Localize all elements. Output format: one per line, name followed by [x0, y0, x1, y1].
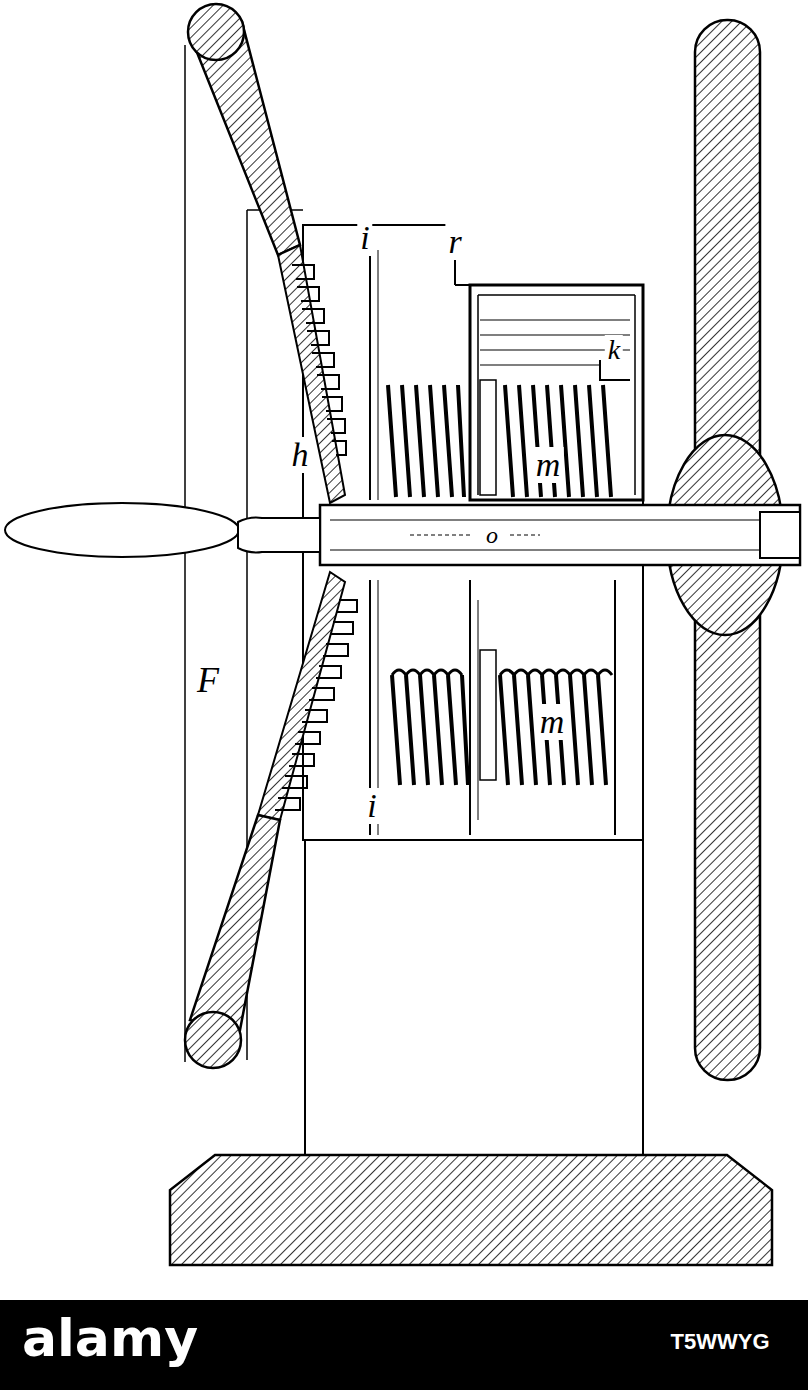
part-letter: r [445, 224, 464, 260]
part-letter: o [483, 522, 501, 548]
handle [5, 503, 239, 557]
spring [500, 675, 606, 785]
spring-case [470, 285, 643, 500]
part-letter: m [533, 447, 564, 483]
spring [388, 385, 464, 497]
base [170, 1155, 772, 1265]
ratchet-teeth [292, 265, 346, 455]
wheel-arm [190, 815, 280, 1030]
image-id: T5WWYG [668, 1330, 773, 1354]
column [305, 840, 643, 1155]
ratchet-plate [278, 245, 345, 503]
spring [392, 675, 468, 785]
ratchet-teeth [275, 600, 357, 810]
part-letter: m [537, 704, 568, 740]
part-letter: h [289, 437, 312, 473]
housing-top [303, 225, 455, 305]
shaft [320, 505, 800, 565]
watermark-bar [0, 1300, 808, 1390]
spring [505, 385, 611, 497]
part-letter: i [364, 788, 379, 824]
part-letter: i [357, 220, 372, 256]
part-letter: F [194, 661, 222, 699]
ratchet-plate [258, 572, 345, 820]
part-letter: k [605, 335, 623, 365]
watermark-logo: alamy [19, 1311, 201, 1365]
